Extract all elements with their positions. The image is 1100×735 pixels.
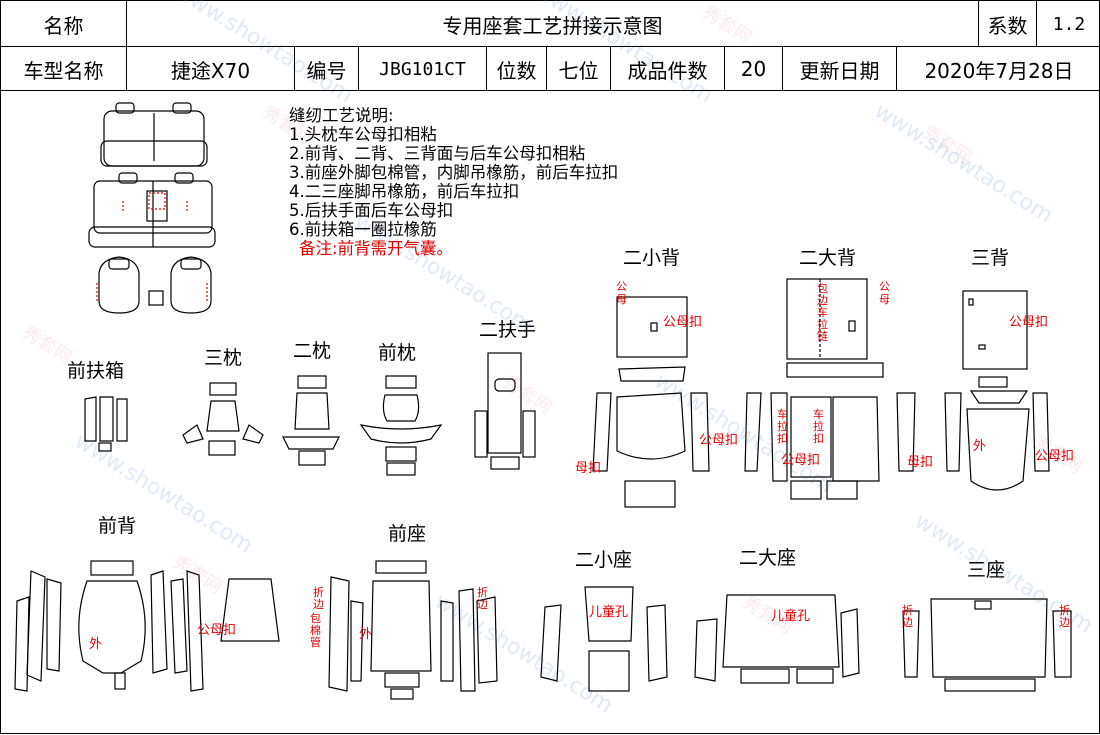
- header-divider: [1, 90, 1100, 91]
- label-front-seat: 前座: [388, 523, 427, 545]
- label-second-headrest: 二枕: [293, 340, 332, 362]
- annotation-male-female-clip: 公母扣: [197, 623, 237, 638]
- notes-item: 4.二三座脚吊橡筋，前后车拉扣: [289, 182, 520, 201]
- notes-item: 5.后扶手面后车公母扣: [289, 201, 454, 220]
- annotation-bind-zipper: 包边车拉链: [817, 282, 828, 343]
- page-title: 专用座套工艺拼接示意图: [127, 1, 979, 47]
- front-seat-pattern: [328, 560, 498, 700]
- model-value: 捷途X70: [127, 47, 295, 91]
- second-large-seat-pattern: [694, 594, 860, 684]
- annotation-outer: 外: [973, 439, 987, 454]
- annotation-male-female-clip: 公母扣: [1009, 315, 1049, 330]
- second-headrest-pattern: [282, 375, 340, 466]
- sewing-notes: 缝纫工艺说明: 1.头枕车公母扣相粘 2.前背、二背、三背面与后车公母扣相粘 3…: [289, 106, 618, 258]
- notes-item: 1.头枕车公母扣相粘: [289, 125, 437, 144]
- label-second-large-seat: 二大座: [739, 547, 797, 569]
- annotation-pull-clip: 车拉扣: [777, 408, 788, 445]
- label-front-headrest: 前枕: [378, 342, 417, 364]
- coef-value: 1.2: [1052, 13, 1086, 35]
- notes-remark: 备注:前背需开气囊。: [299, 239, 454, 258]
- annotation-male-female-clip: 公母扣: [699, 433, 739, 448]
- seat-overview-red-marks: [96, 192, 208, 303]
- annotation-female-clip: 母扣: [575, 461, 602, 476]
- annotation-foam-tube: 包棉管: [310, 612, 321, 649]
- annotation-child-hole: 儿童孔: [771, 609, 811, 624]
- date-label: 更新日期: [783, 47, 897, 91]
- annotation-pull-clip: 车拉扣: [813, 408, 824, 445]
- notes-item: 6.前扶箱一圈拉橡筋: [289, 220, 437, 239]
- second-large-back-pattern: [744, 278, 916, 500]
- code-value: JBG101CT: [359, 47, 487, 91]
- notes-item: 2.前背、二背、三背面与后车公母扣相粘: [289, 144, 586, 163]
- second-small-back-pattern: [592, 296, 710, 508]
- label-second-small-back: 二小背: [623, 247, 681, 269]
- annotation-fold: 折边: [1059, 604, 1070, 629]
- label-second-armrest: 二扶手: [479, 319, 537, 341]
- annotation-female: 母: [616, 293, 627, 306]
- third-back-pattern: [944, 290, 1050, 491]
- notes-item: 3.前座外脚包棉管，内脚吊橡筋，前后车拉扣: [289, 163, 619, 182]
- annotation-female: 母: [879, 293, 890, 306]
- annotation-fold: 折边: [477, 586, 488, 611]
- front-back-pattern: [14, 560, 280, 692]
- seat-overview-illustration: [88, 102, 216, 314]
- label-front-back: 前背: [98, 515, 137, 537]
- label-third-headrest: 三枕: [204, 347, 243, 369]
- label-second-large-back: 二大背: [799, 247, 857, 269]
- label-third-seat: 三座: [967, 559, 1006, 581]
- label-front-armbox: 前扶箱: [67, 360, 125, 382]
- label-second-small-seat: 二小座: [575, 549, 633, 571]
- date-value: 2020年7月28日: [924, 58, 1074, 83]
- front-armbox-pattern: [84, 396, 128, 452]
- annotation-male-female-clip: 公母扣: [663, 315, 703, 330]
- annotation-male: 公: [616, 280, 627, 293]
- seats-label: 位数: [487, 47, 547, 91]
- annotation-female-clip: 母扣: [907, 455, 934, 470]
- seats-value: 七位: [547, 47, 611, 91]
- pieces-label: 成品件数: [611, 47, 725, 91]
- notes-heading: 缝纫工艺说明:: [289, 106, 394, 125]
- coef-label: 系数: [979, 1, 1037, 47]
- annotation-male: 公: [879, 280, 890, 293]
- name-label: 名称: [1, 1, 127, 47]
- third-seat-pattern: [902, 598, 1072, 692]
- annotation-child-hole: 儿童孔: [589, 605, 629, 620]
- third-headrest-pattern: [182, 382, 264, 456]
- pieces-value: 20: [725, 47, 783, 91]
- second-armrest-pattern: [474, 352, 536, 470]
- annotation-male-female-clip: 公母扣: [1035, 449, 1075, 464]
- second-small-seat-pattern: [540, 586, 668, 692]
- annotation-fold: 折边: [902, 604, 913, 629]
- model-label: 车型名称: [1, 47, 127, 91]
- front-headrest-pattern: [359, 375, 443, 476]
- code-label: 编号: [295, 47, 359, 91]
- header-divider: [1, 46, 1100, 47]
- annotation-outer: 外: [89, 637, 103, 652]
- label-third-back: 三背: [971, 247, 1010, 269]
- annotation-fold: 折边: [313, 586, 324, 611]
- annotation-outer: 外: [359, 627, 373, 642]
- annotation-male-female-clip: 公母扣: [781, 453, 821, 468]
